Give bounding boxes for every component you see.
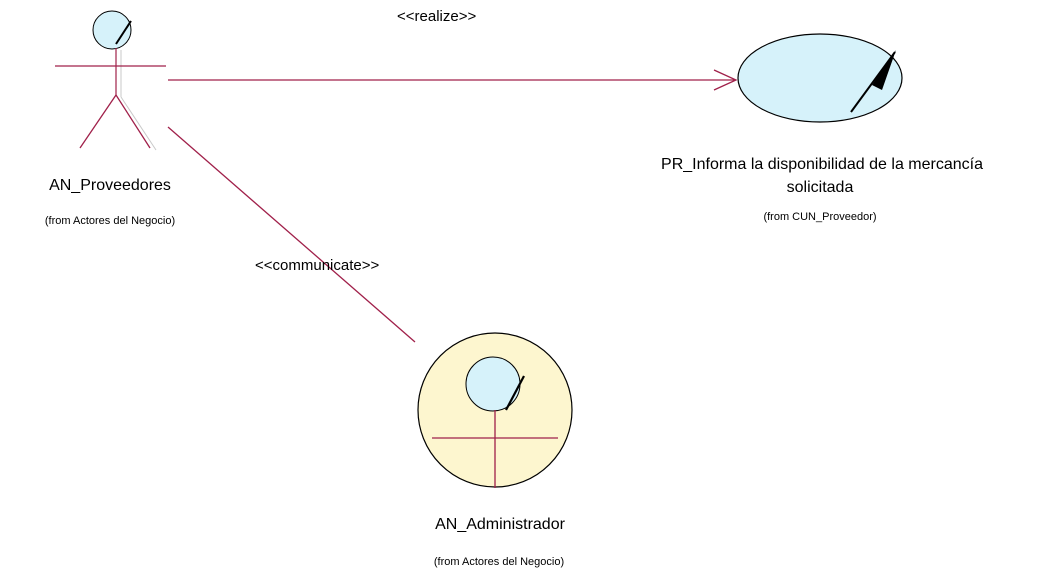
actor-administrador-origin: (from Actores del Negocio) — [433, 556, 565, 568]
actor-proveedores-origin: (from Actores del Negocio) — [44, 215, 176, 227]
use-case-name-line2: solicitada — [786, 179, 854, 196]
actor-proveedores-figure[interactable] — [55, 10, 166, 151]
actor-administrador-figure[interactable] — [417, 332, 573, 488]
communicate-stereotype: <<communicate>> — [255, 257, 380, 274]
realize-stereotype: <<realize>> — [397, 8, 477, 25]
actor-proveedores-name: AN_Proveedores — [49, 177, 171, 194]
use-case-ellipse[interactable] — [737, 33, 903, 123]
realize-relation[interactable] — [168, 69, 738, 91]
actor-administrador-name: AN_Administrador — [435, 516, 565, 533]
use-case-origin: (from CUN_Proveedor) — [763, 211, 877, 223]
communicate-relation[interactable] — [167, 126, 416, 343]
use-case-name-line1: PR_Informa la disponibilidad de la merca… — [661, 156, 983, 173]
